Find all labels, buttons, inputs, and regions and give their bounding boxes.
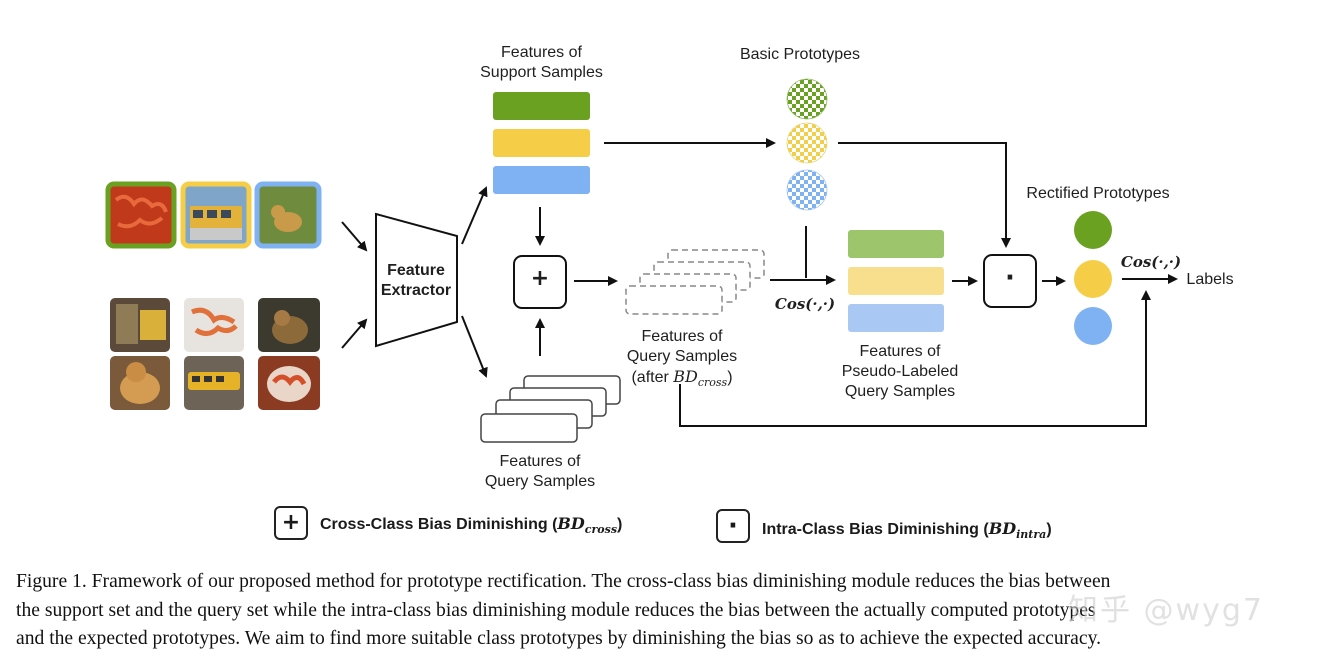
dot-operator-symbol: · bbox=[1005, 263, 1015, 293]
support-feature-blue bbox=[493, 166, 590, 194]
pseudo-feature-bars bbox=[848, 230, 944, 332]
rectified-prototype-yellow bbox=[1074, 260, 1112, 298]
basic-prototype-yellow bbox=[786, 122, 828, 164]
feature-extractor-block bbox=[375, 212, 458, 348]
pseudo-feature-blue bbox=[848, 304, 944, 332]
basic-prototypes-label: Basic Prototypes bbox=[739, 46, 861, 63]
cos-right-label: Cos(·,·) bbox=[1120, 253, 1182, 271]
pseudo-feature-yellow bbox=[848, 267, 944, 295]
rectified-prototype-blue bbox=[1074, 307, 1112, 345]
arrow-prototypes-to-dot bbox=[838, 142, 1011, 248]
support-images bbox=[105, 181, 322, 249]
arrow-query-to-extractor bbox=[341, 318, 368, 349]
dot-operator-box bbox=[983, 254, 1037, 308]
feature-extractor-label: Feature Extractor bbox=[380, 262, 452, 299]
arrow-query-after-to-cos bbox=[679, 290, 1151, 427]
pseudo-labeled-label: Features of Pseudo-Labeled Query Samples bbox=[841, 343, 959, 400]
framework-diagram bbox=[105, 78, 1178, 443]
arrow-extractor-to-query bbox=[461, 315, 488, 378]
query-feature-stack bbox=[480, 375, 621, 443]
legend-cross-box: + bbox=[274, 506, 308, 540]
support-feature-yellow bbox=[493, 129, 590, 157]
caption-line-2: the support set and the query set while … bbox=[16, 599, 1096, 621]
rectified-prototypes-label: Rectified Prototypes bbox=[1026, 185, 1170, 202]
basic-prototypes bbox=[786, 78, 828, 211]
support-feature-green bbox=[493, 92, 590, 120]
basic-prototype-blue bbox=[786, 169, 828, 211]
caption-line-3: and the expected prototypes. We aim to f… bbox=[16, 628, 1102, 649]
labels-output: Labels bbox=[1186, 271, 1234, 288]
plus-operator-box bbox=[513, 255, 567, 309]
cos-middle-label: Cos(·,·) bbox=[774, 295, 836, 313]
figure-caption: Figure 1. Framework of our proposed meth… bbox=[16, 568, 1308, 654]
arrow-extractor-to-support bbox=[461, 186, 488, 245]
support-feature-bars bbox=[493, 92, 590, 194]
query-after-stack bbox=[625, 249, 765, 315]
support-features-label: Features of Support Samples bbox=[480, 44, 603, 81]
plus-operator-symbol: + bbox=[530, 266, 550, 291]
caption-line-1: Figure 1. Framework of our proposed meth… bbox=[16, 571, 1111, 592]
rectified-prototype-green bbox=[1074, 211, 1112, 249]
rectified-prototypes bbox=[1074, 211, 1112, 345]
legend-intra-text: Intra-Class Bias Diminishing (BDintra) bbox=[762, 519, 1052, 542]
arrow-support-to-extractor bbox=[341, 221, 368, 252]
query-images bbox=[110, 298, 320, 410]
watermark: 知乎 @wyg7 bbox=[1068, 593, 1264, 628]
basic-prototype-green bbox=[786, 78, 828, 120]
query-after-label: Features of Query Samples (after BDcross… bbox=[626, 328, 738, 390]
legend-intra-box: · bbox=[716, 509, 750, 543]
support-image-crayfish bbox=[105, 181, 177, 249]
query-features-label: Features of Query Samples bbox=[484, 453, 596, 490]
pseudo-feature-green bbox=[848, 230, 944, 258]
legend-cross-text: Cross-Class Bias Diminishing (BDcross) bbox=[320, 514, 623, 537]
